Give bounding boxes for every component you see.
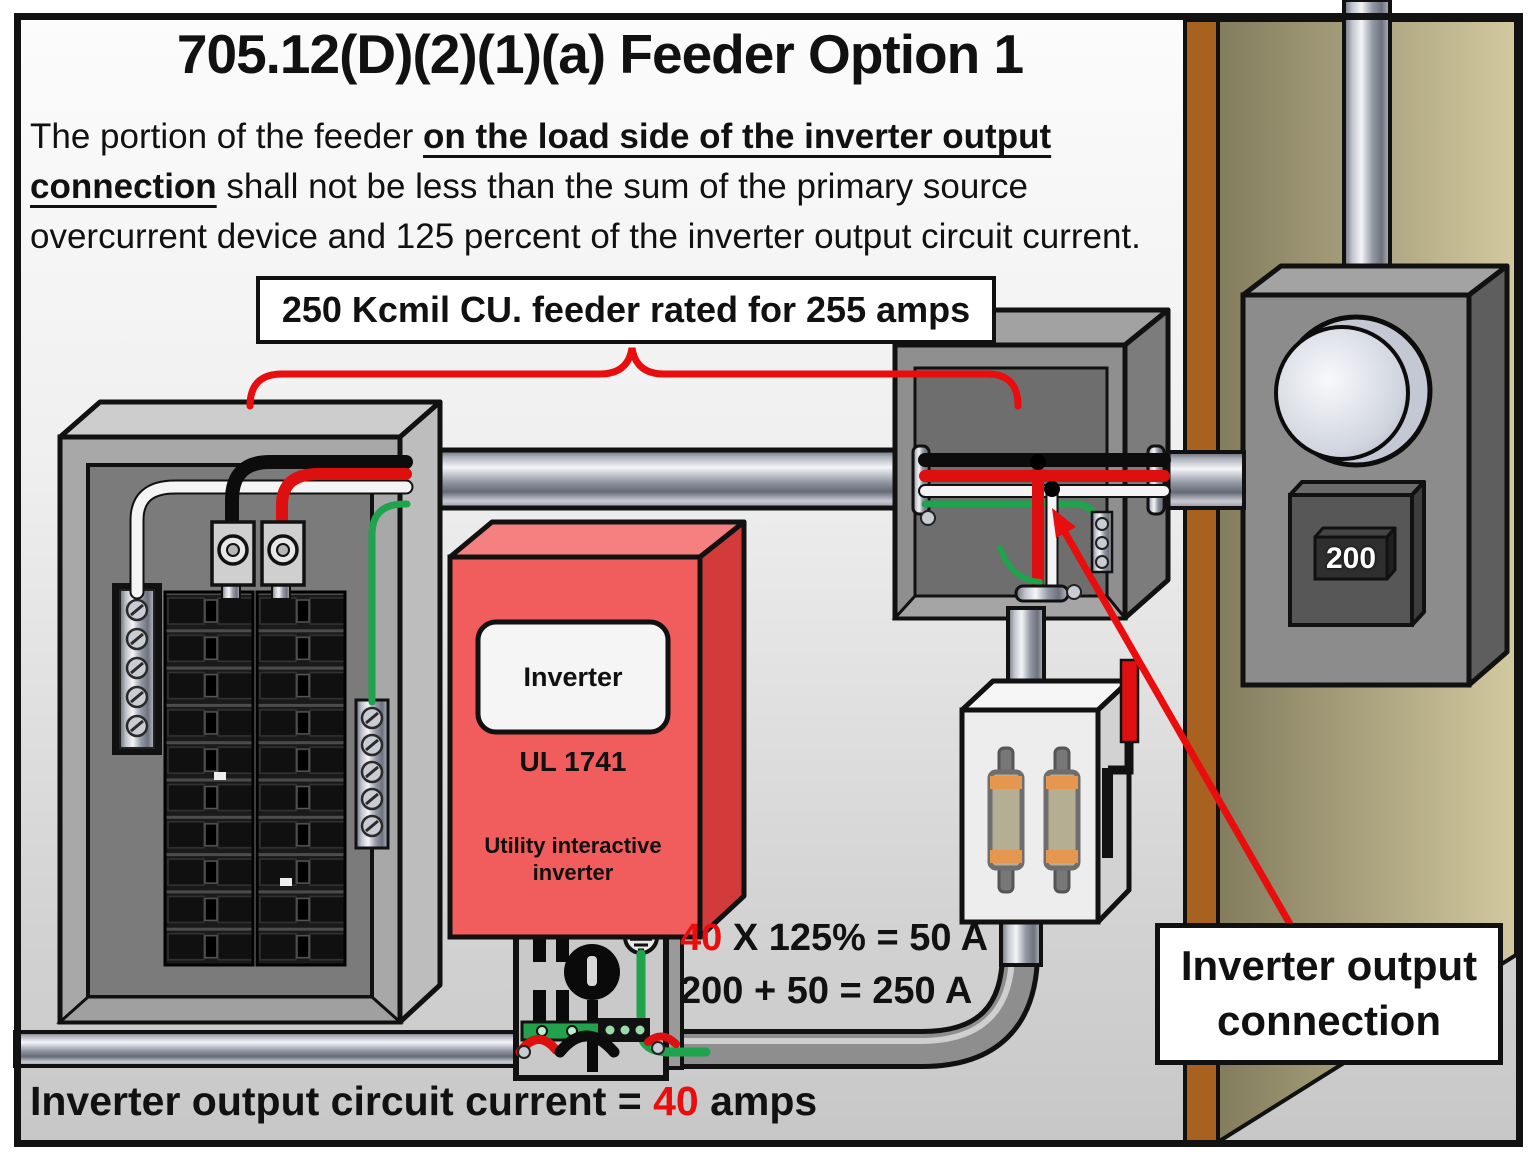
feeder-conduit-right xyxy=(1164,450,1246,510)
footer-prefix: Inverter output circuit current = xyxy=(30,1078,654,1124)
tap-splice-dot xyxy=(1030,454,1046,470)
meter-breaker-rating: 200 xyxy=(1325,542,1377,575)
junction-locknut xyxy=(1014,584,1070,603)
tap-splice-dot xyxy=(1044,481,1060,497)
fused-disconnect xyxy=(959,658,1140,925)
inverter-nameplate xyxy=(475,619,671,735)
inverter-unit xyxy=(447,519,747,940)
utility-meter xyxy=(1240,263,1510,688)
breaker-column xyxy=(255,590,347,967)
page-title: 705.12(D)(2)(1)(a) Feeder Option 1 xyxy=(176,23,1024,85)
handle-linkage xyxy=(1108,742,1134,775)
disconnect-handle xyxy=(1119,658,1140,744)
junction-box xyxy=(891,307,1171,621)
footer-current-value: 40 xyxy=(653,1078,699,1124)
meter-riser-conduit xyxy=(1342,0,1392,292)
calc-current-value: 40 xyxy=(680,917,723,959)
cartridge-fuse xyxy=(987,746,1025,894)
main-panel xyxy=(56,399,443,1025)
main-lug xyxy=(260,520,306,600)
panel-feeder-wires xyxy=(129,455,414,706)
inverter-nameplate-label: Inverter xyxy=(523,661,623,692)
feeder-conduit xyxy=(405,447,899,511)
description-emphasis: on the load side of the inverter output … xyxy=(30,117,1052,206)
tap-conduit-upper xyxy=(1006,606,1046,690)
description-lead: The portion of the feeder xyxy=(30,117,424,156)
main-lug xyxy=(210,520,256,600)
breaker-column xyxy=(163,590,255,967)
junction-terminal-strip xyxy=(1090,510,1114,574)
inverter-type-label: Utility interactive inverter xyxy=(484,832,662,886)
meter-main-breaker xyxy=(1288,480,1426,627)
feeder-brace-annotation xyxy=(246,347,1022,410)
inverter-wiring-box xyxy=(513,917,711,1081)
connection-arrow-annotation xyxy=(1052,508,1302,940)
calculation-lines: 40 X 125% = 50 A 200 + 50 = 250 A xyxy=(680,912,988,1018)
description-rest: shall not be less than the sum of the pr… xyxy=(30,167,1141,256)
footer-suffix: amps xyxy=(698,1078,818,1124)
description-text: The portion of the feeder on the load si… xyxy=(30,112,1180,262)
inverter-output-conduit xyxy=(13,918,1040,1069)
ground-bus xyxy=(354,698,390,850)
feeder-callout: 250 Kcmil CU. feeder rated for 255 amps xyxy=(256,276,996,344)
calc-line-2: 200 + 50 = 250 A xyxy=(680,970,973,1012)
cartridge-fuse xyxy=(1043,746,1081,894)
calc-line-1: 40 X 125% = 50 A xyxy=(680,912,988,965)
calc-line-1-rest: X 125% = 50 A xyxy=(722,917,989,959)
footer-statement: Inverter output circuit current = 40 amp… xyxy=(30,1078,817,1125)
inverter-tap-wires xyxy=(997,466,1059,599)
connection-callout: Inverter output connection xyxy=(1155,923,1503,1065)
inverter-listing-label: UL 1741 xyxy=(519,746,627,777)
neutral-bus xyxy=(112,583,162,755)
